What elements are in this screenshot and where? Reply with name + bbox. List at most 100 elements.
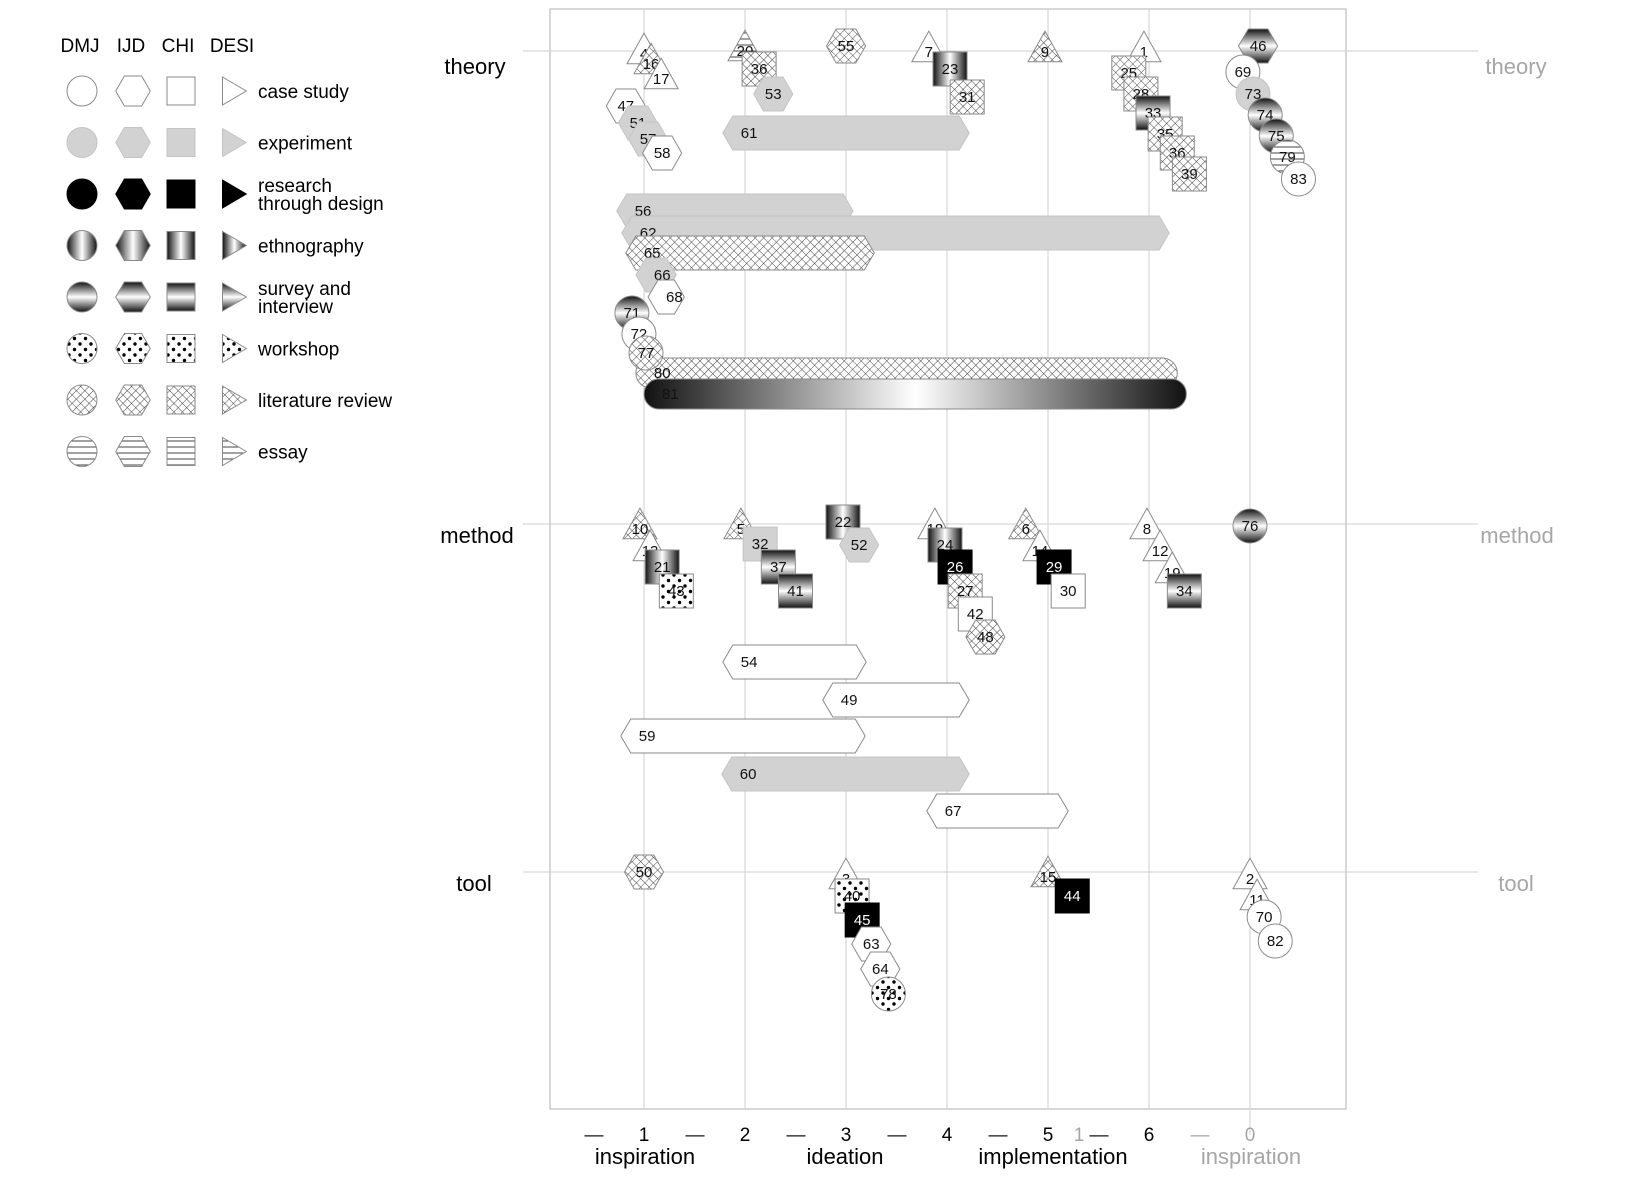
legend-dmj-circle-icon: [66, 230, 98, 261]
point-55: 55: [825, 28, 867, 64]
point-50: 50: [623, 854, 665, 890]
bar-label: 49: [841, 692, 858, 709]
point-label: 34: [1176, 583, 1193, 600]
phase-label-ideation: ideation: [806, 1144, 883, 1169]
point-shape: [1142, 529, 1178, 562]
point-shape: [778, 573, 813, 609]
row-label-method: method: [440, 523, 513, 548]
legend-ijd-hexagon-icon: [115, 333, 151, 364]
bar-label: 68: [666, 289, 683, 306]
point-label: 63: [863, 936, 880, 953]
point-43: 43: [658, 573, 694, 609]
point-shape: [658, 573, 694, 609]
legend-label: ethnography: [258, 237, 364, 258]
point-label: 21: [654, 559, 671, 576]
legend-label: survey and: [258, 279, 351, 300]
point-83: 83: [1280, 161, 1316, 197]
point-label: 53: [765, 86, 782, 103]
point-label: 42: [967, 606, 984, 623]
point-label: 36: [751, 61, 768, 78]
point-shape: [949, 79, 985, 115]
bar-label: 59: [639, 728, 656, 745]
point-44: 44: [1054, 878, 1090, 914]
phase-label-inspiration: inspiration: [595, 1144, 695, 1169]
point-label: 75: [1268, 128, 1285, 145]
legend-column-dmj: DMJ: [60, 36, 99, 57]
point-label: 50: [636, 864, 653, 881]
point-shape: [623, 854, 665, 890]
legend-row: experiment: [66, 127, 353, 158]
bar-label: 81: [662, 386, 679, 403]
bar-65: 65: [625, 235, 875, 271]
point-shape: [1050, 573, 1086, 609]
legend-row: literature review: [66, 384, 392, 416]
point-shape: [870, 976, 906, 1012]
point-label: 6: [1022, 521, 1030, 538]
point-shape: [628, 335, 664, 371]
point-9: 9: [1027, 30, 1063, 63]
bar-81: 81: [643, 378, 1187, 410]
stage-tick-label: 5: [1043, 1125, 1054, 1146]
legend-ijd-hexagon-icon: [115, 281, 151, 313]
point-label: 82: [1267, 933, 1284, 950]
legend-label: workshop: [257, 340, 339, 361]
legend-chi-square-icon: [166, 179, 196, 209]
legend-row: ethnography: [66, 230, 364, 261]
point-31: 31: [949, 79, 985, 115]
point-30: 30: [1050, 573, 1086, 609]
legend-chi-square-icon: [166, 128, 196, 157]
axis-dash: —: [686, 1125, 705, 1146]
legend: DMJ IJD CHI DESI case studyexperimentres…: [60, 36, 392, 467]
legend-column-ijd: IJD: [117, 36, 146, 57]
point-label: 73: [1245, 86, 1262, 103]
legend-row: essay: [66, 436, 308, 467]
legend-row: case study: [66, 75, 349, 107]
legend-label: essay: [258, 443, 308, 464]
legend-dmj-circle-icon: [66, 281, 98, 313]
row-label-method-right: method: [1480, 523, 1553, 548]
point-label: 27: [957, 583, 974, 600]
point-label: 52: [851, 537, 868, 554]
legend-label: experiment: [258, 134, 353, 155]
bar-54: 54: [722, 644, 867, 680]
point-label: 48: [977, 629, 994, 646]
point-label: 22: [835, 514, 852, 531]
axis-dash: —: [1090, 1125, 1109, 1146]
point-shape: [643, 57, 680, 90]
point-label: 74: [1257, 107, 1274, 124]
legend-desi-triangle-icon: [222, 333, 248, 364]
legend-desi-triangle-icon: [222, 385, 248, 415]
stage-tick-label-repeat: 1: [1074, 1125, 1085, 1146]
bar-shape: [722, 115, 970, 151]
bar-shape: [721, 756, 970, 792]
point-10: 10: [622, 507, 658, 540]
point-label: 37: [770, 559, 787, 576]
legend-dmj-circle-icon: [66, 178, 98, 210]
point-8: 8: [1129, 507, 1165, 540]
bar-shape: [647, 279, 685, 315]
bar-label: 60: [740, 766, 757, 783]
point-48: 48: [965, 619, 1006, 655]
point-label: 79: [1279, 149, 1296, 166]
point-78: 78: [870, 976, 906, 1012]
axis-dash: —: [787, 1125, 806, 1146]
point-17: 17: [643, 57, 680, 90]
plot-frame: [549, 8, 1347, 1110]
legend-row: workshop: [66, 333, 339, 364]
point-6: 6: [1007, 507, 1044, 540]
bar-shape: [822, 682, 970, 718]
point-label: 9: [1041, 44, 1049, 61]
point-shape: [1027, 30, 1063, 63]
legend-dmj-circle-icon: [66, 75, 98, 107]
stage-tick-label: 1: [639, 1125, 650, 1146]
legend-label: interview: [258, 297, 333, 318]
points-layer: 4161720365355723319125283335363947515758…: [605, 28, 1316, 1012]
point-label: 15: [1040, 869, 1057, 886]
axis-dash: —: [989, 1125, 1008, 1146]
legend-label: case study: [258, 82, 349, 103]
legend-label: literature review: [258, 391, 392, 412]
point-label: 8: [1143, 521, 1151, 538]
